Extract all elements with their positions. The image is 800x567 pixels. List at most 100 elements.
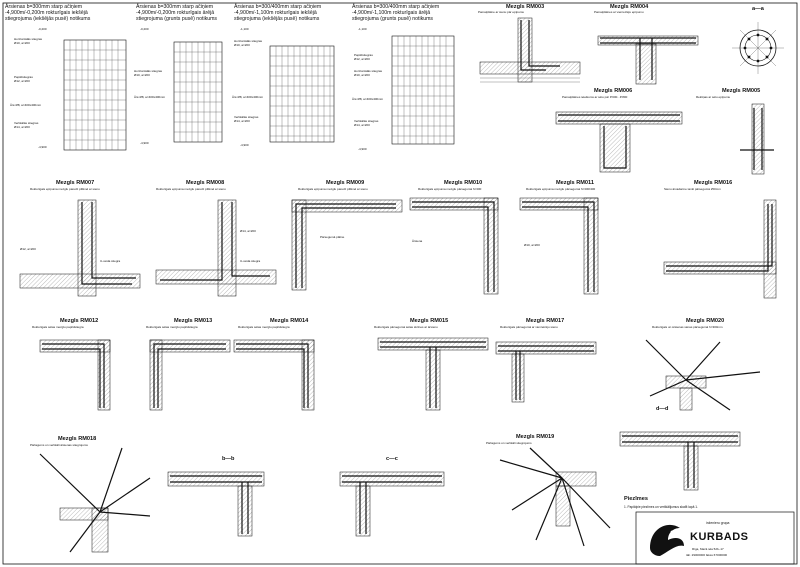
node-note: Rokturīgais epīpuma mezglu pārsegumā h=3… bbox=[526, 187, 595, 191]
level-mark: -1,100 bbox=[358, 27, 367, 31]
wall-section bbox=[425, 349, 441, 411]
label: Ārsiena bbox=[412, 239, 423, 243]
company-name: KURBADS bbox=[690, 531, 749, 543]
node-note: Rokturīgais un ārsienas sēnas pārsegumā … bbox=[652, 325, 723, 329]
node-RM015: Mezgls RM015 Rokturīgais pārsegumā sētas… bbox=[374, 318, 489, 411]
notes-block: Piezīmes 1. Papildpie piezīmes un vertik… bbox=[624, 496, 698, 509]
node-note: Rokturīgais epīpuma mezglu paredz pilšin… bbox=[156, 187, 226, 191]
slab-section bbox=[619, 431, 741, 447]
slab-section bbox=[663, 261, 777, 275]
slab-section bbox=[155, 269, 277, 285]
label: Ārē Ø8, a=400x400mm bbox=[232, 95, 264, 99]
elevation-title-line: Ārsienas b=300/400mm starp ačiņiem bbox=[234, 3, 321, 10]
level-mark: -0,200 bbox=[140, 27, 149, 31]
slab-section bbox=[519, 197, 599, 211]
level-mark: -4,900 bbox=[140, 141, 149, 145]
elevation-el2: Ārsienas b=300mm starp ačiņiem -4,900m/-… bbox=[134, 3, 223, 145]
node-note: Pamatplātne ar sienu pār epīpumu bbox=[478, 10, 524, 14]
section-bb: b—b bbox=[167, 456, 265, 537]
section-cc: c—c bbox=[339, 456, 445, 537]
node-RM018: Mezgls RM018 Pārlagums un vertikāli ārsi… bbox=[30, 436, 151, 553]
label: Ø12, a=200 bbox=[20, 247, 36, 251]
label: Horizontālās stiegras bbox=[14, 37, 43, 41]
elevation-el4: Ārsienas b=300/400mm starp ačiņiem -4,90… bbox=[352, 3, 455, 151]
node-note: Sienu ārvadarme tanki pārsegumā 250mm bbox=[664, 187, 721, 191]
node-title: Mezgls RM006 bbox=[594, 88, 632, 94]
elevation-title-line: -4,900m/-0,200m rokturīgais ārējā bbox=[136, 10, 214, 16]
label: Horizontālās stiegras bbox=[234, 39, 263, 43]
node-title: a—a bbox=[752, 6, 765, 12]
wall-panel bbox=[269, 45, 335, 143]
elevation-title-line: -4,900m/-0,200m rokturīgais iekšējā bbox=[5, 10, 88, 16]
node-title: Mezgls RM012 bbox=[60, 318, 98, 324]
label: Ārē Ø8, a=400x400mm bbox=[134, 95, 166, 99]
node-title: Mezgls RM007 bbox=[56, 180, 94, 186]
wall-section bbox=[583, 197, 599, 295]
elevation-title-line: -4,900m/-1,100m rokturīgais iekšējā bbox=[234, 10, 317, 16]
node-RM010: Mezgls RM010 Rokturīgais epīpuma mezglu … bbox=[409, 180, 499, 295]
rebar-grid bbox=[270, 46, 334, 142]
node-title: Mezgls RM019 bbox=[516, 434, 554, 440]
node-RM020: Mezgls RM020 Rokturīgais un ārsienas sēn… bbox=[645, 318, 761, 411]
node-title: Mezgls RM020 bbox=[686, 318, 724, 324]
section-dd: d—d bbox=[619, 406, 741, 491]
note-line: 1. Papildpie piezīmes un vertikālijumus … bbox=[624, 505, 698, 509]
node-note: Pamatplātnes ar vienreizēju epīpumu bbox=[594, 10, 644, 14]
node-title: Mezgls RM017 bbox=[526, 318, 564, 324]
wall-section bbox=[237, 485, 253, 537]
slab-section bbox=[377, 337, 489, 351]
node-note: Rokturīgais pārsegumā sētas skrīnes ar ā… bbox=[374, 325, 438, 329]
company-address: Rīga, Mazā iela 52b–17 bbox=[692, 547, 724, 551]
node-title: Mezgls RM009 bbox=[326, 180, 364, 186]
node-title: Mezgls RM003 bbox=[506, 4, 544, 10]
node-title: Mezgls RM008 bbox=[186, 180, 224, 186]
wall-section bbox=[751, 103, 765, 175]
wall-section bbox=[91, 507, 109, 553]
node-note: Rokturīgais sētas mezglu papildstiegra bbox=[238, 325, 290, 329]
node-title: c—c bbox=[386, 456, 398, 462]
node-note: Rokturīgais epīpuma mezglu pārsegumā h=3… bbox=[418, 187, 482, 191]
elevation-el3: Ārsienas b=300/400mm starp ačiņiem -4,90… bbox=[232, 3, 335, 147]
elevation-title-line: Ārsienas b=300/400mm starp ačiņiem bbox=[352, 3, 439, 10]
node-title: Mezgls RM016 bbox=[694, 180, 732, 186]
slab-section bbox=[291, 199, 403, 213]
level-mark: -4,900 bbox=[358, 147, 367, 151]
label: U-veida stiegra bbox=[100, 259, 121, 263]
company-phone: tālr. 29000000 fakss 67000000 bbox=[686, 553, 727, 557]
node-RM013: Mezgls RM013 Rokturīgais sētas mezglu pa… bbox=[146, 318, 231, 411]
node-title: Mezgls RM015 bbox=[410, 318, 448, 324]
wall-section bbox=[355, 485, 371, 537]
elevation-title-line: stiegrojuma (grunts pusē) notikums bbox=[136, 16, 217, 22]
label: Ārē Ø8, a=400x400mm bbox=[10, 103, 42, 107]
label: Ø10, a=200 bbox=[14, 41, 30, 45]
node-title: Mezgls RM011 bbox=[556, 180, 594, 186]
node-title: Mezgls RM004 bbox=[610, 4, 649, 10]
label: Ø10, a=200 bbox=[234, 43, 250, 47]
slab-section bbox=[19, 273, 141, 289]
wall-section bbox=[635, 43, 657, 85]
label: Vertikālās stiegras bbox=[354, 119, 379, 123]
level-mark: -0,200 bbox=[38, 27, 47, 31]
beam-section bbox=[599, 123, 631, 173]
wall-section bbox=[679, 387, 693, 411]
notes-title: Piezīmes bbox=[624, 496, 648, 502]
slab-section bbox=[339, 471, 445, 487]
wall-section bbox=[511, 353, 525, 403]
kurbads-logo-icon bbox=[650, 524, 684, 556]
label: Papildstiegras bbox=[14, 75, 33, 79]
elevation-title-line: Ārsienas b=300mm starp ačiņiem bbox=[136, 3, 213, 10]
node-note: Pamatplātnes ieteikums ar sētu pār P.600… bbox=[562, 95, 628, 99]
node-note: Pārlagums un vertikāli stiegrojums bbox=[486, 441, 532, 445]
slab-section bbox=[479, 61, 581, 75]
slab-section bbox=[495, 341, 597, 355]
slab-section bbox=[409, 197, 499, 211]
label: Papildstiegras bbox=[354, 53, 373, 57]
label: Ø14, a=200 bbox=[240, 229, 256, 233]
node-RM004: Mezgls RM004 Pamatplātnes ar vienreizēju… bbox=[594, 4, 699, 85]
company-subtitle: inženieru grupa bbox=[706, 521, 729, 525]
node-RM012: Mezgls RM012 Rokturīgais sētas mezglu pa… bbox=[32, 318, 111, 411]
label: Vertikālās stiegras bbox=[14, 121, 39, 125]
wall-section bbox=[763, 199, 777, 299]
elevation-title-line: stiegrojuma (grunts pusē) notikums bbox=[352, 16, 433, 22]
